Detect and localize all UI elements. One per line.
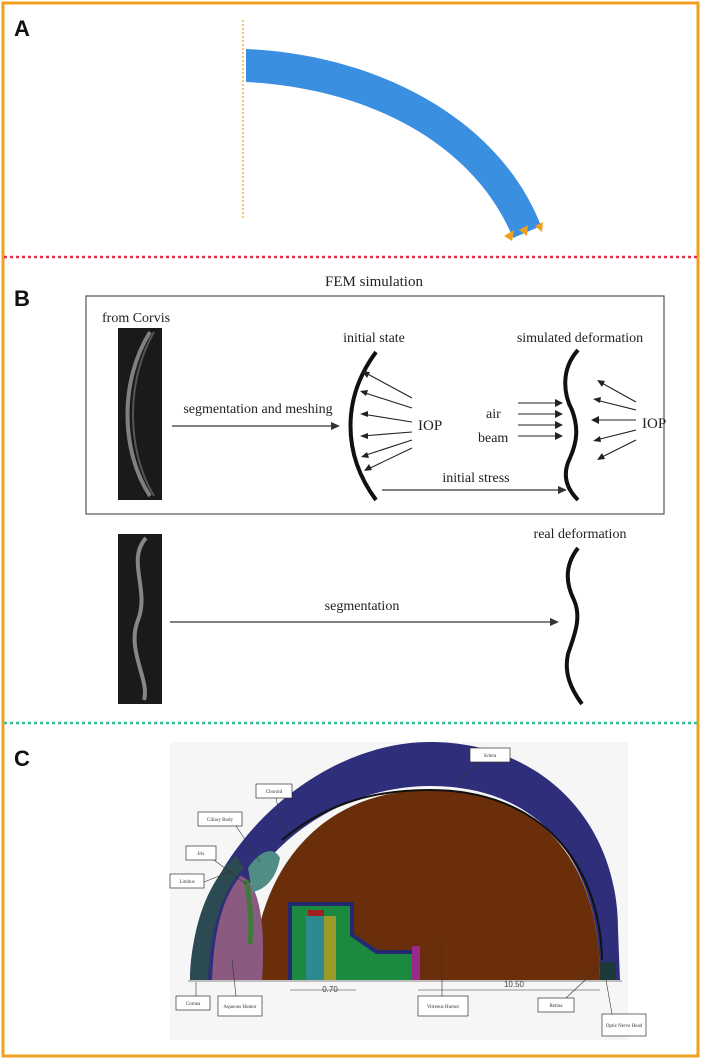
svg-text:Limbus: Limbus [179, 880, 194, 885]
panel-a-letter: A [14, 16, 30, 41]
label-optic-nerve-head: Optic Nerve Head [601, 979, 647, 1037]
svg-text:Choroid: Choroid [266, 790, 283, 795]
label-cornea: Cornea [175, 982, 211, 1011]
label-choroid: Choroid [255, 783, 293, 837]
svg-text:Iris: Iris [198, 852, 205, 857]
real-deformation-cornea [564, 546, 584, 706]
fem-box [85, 295, 665, 515]
svg-text:Optic Nerve Head: Optic Nerve Head [606, 1024, 643, 1029]
dim-left-value: 0.70 [322, 985, 338, 994]
iris [243, 879, 254, 945]
iop-arrowheads-left [360, 371, 372, 471]
svg-text:Retina: Retina [549, 1004, 563, 1009]
sclera-shell [190, 742, 620, 980]
corvis-image-top-glow [132, 331, 155, 497]
seg-mesh-arrowhead [331, 422, 340, 430]
lens-block-teal [306, 916, 324, 980]
lens-block-red [308, 910, 324, 916]
lens-block-yellow [324, 916, 336, 980]
lens-block-magenta [412, 946, 420, 980]
simulated-deformation-cornea [563, 348, 580, 502]
segmentation-arrowhead [550, 618, 559, 626]
label-ciliary-body: Ciliary Body [197, 811, 261, 863]
iop-arrows-left [361, 371, 413, 471]
air-beam-arrows [518, 402, 558, 437]
initial-state-cornea [348, 350, 378, 502]
iop-arrows-right [594, 381, 637, 459]
segmentation-label: segmentation [325, 599, 400, 614]
label-iris: Iris [185, 845, 247, 885]
initial-stress-label: initial stress [442, 471, 509, 486]
iop-left-label: IOP [418, 418, 442, 434]
cornea-arc [246, 49, 541, 238]
ciliary-body [248, 851, 280, 892]
svg-text:Cornea: Cornea [186, 1002, 201, 1007]
iop-right-label: IOP [642, 416, 666, 432]
iop-arrowheads-right [591, 380, 605, 460]
seg-mesh-label: segmentation and meshing [183, 402, 332, 417]
panel-c-letter: C [14, 746, 30, 771]
real-deformation-label: real deformation [534, 527, 627, 542]
boundary-marker-mid [519, 225, 528, 236]
from-corvis-label: from Corvis [102, 311, 170, 326]
label-limbus: Limbus [169, 869, 235, 889]
label-vitreous-humor: Vitreous Humor [417, 940, 469, 1017]
initial-stress-arrowhead [558, 486, 567, 494]
boundary-marker-left [504, 230, 514, 241]
cornea-band [190, 856, 244, 980]
air-label: air [486, 407, 501, 422]
fem-simulation-title: FEM simulation [325, 274, 423, 290]
initial-state-label: initial state [343, 331, 405, 346]
panel-b-letter: B [14, 286, 30, 311]
corvis-image-top [118, 328, 162, 500]
boundary-marker-right [535, 222, 543, 232]
svg-text:Sclera: Sclera [484, 754, 497, 759]
label-sclera: Sclera [459, 747, 511, 781]
label-retina: Retina [537, 965, 601, 1013]
simulated-deformation-label: simulated deformation [517, 331, 643, 346]
corvis-image-bottom-cornea [132, 536, 148, 701]
svg-text:Aqueous Humor: Aqueous Humor [223, 1005, 257, 1010]
choroid-line [281, 788, 603, 961]
beam-label: beam [478, 431, 508, 446]
label-aqueous-humor: Aqueous Humor [217, 959, 263, 1017]
optic-nerve-head [600, 962, 616, 980]
svg-text:Ciliary Body: Ciliary Body [207, 818, 233, 823]
corvis-image-top-cornea [125, 330, 152, 498]
air-beam-arrowheads [555, 399, 563, 440]
svg-text:Vitreous Humor: Vitreous Humor [427, 1005, 460, 1010]
dim-right-value: 10.50 [504, 980, 525, 989]
